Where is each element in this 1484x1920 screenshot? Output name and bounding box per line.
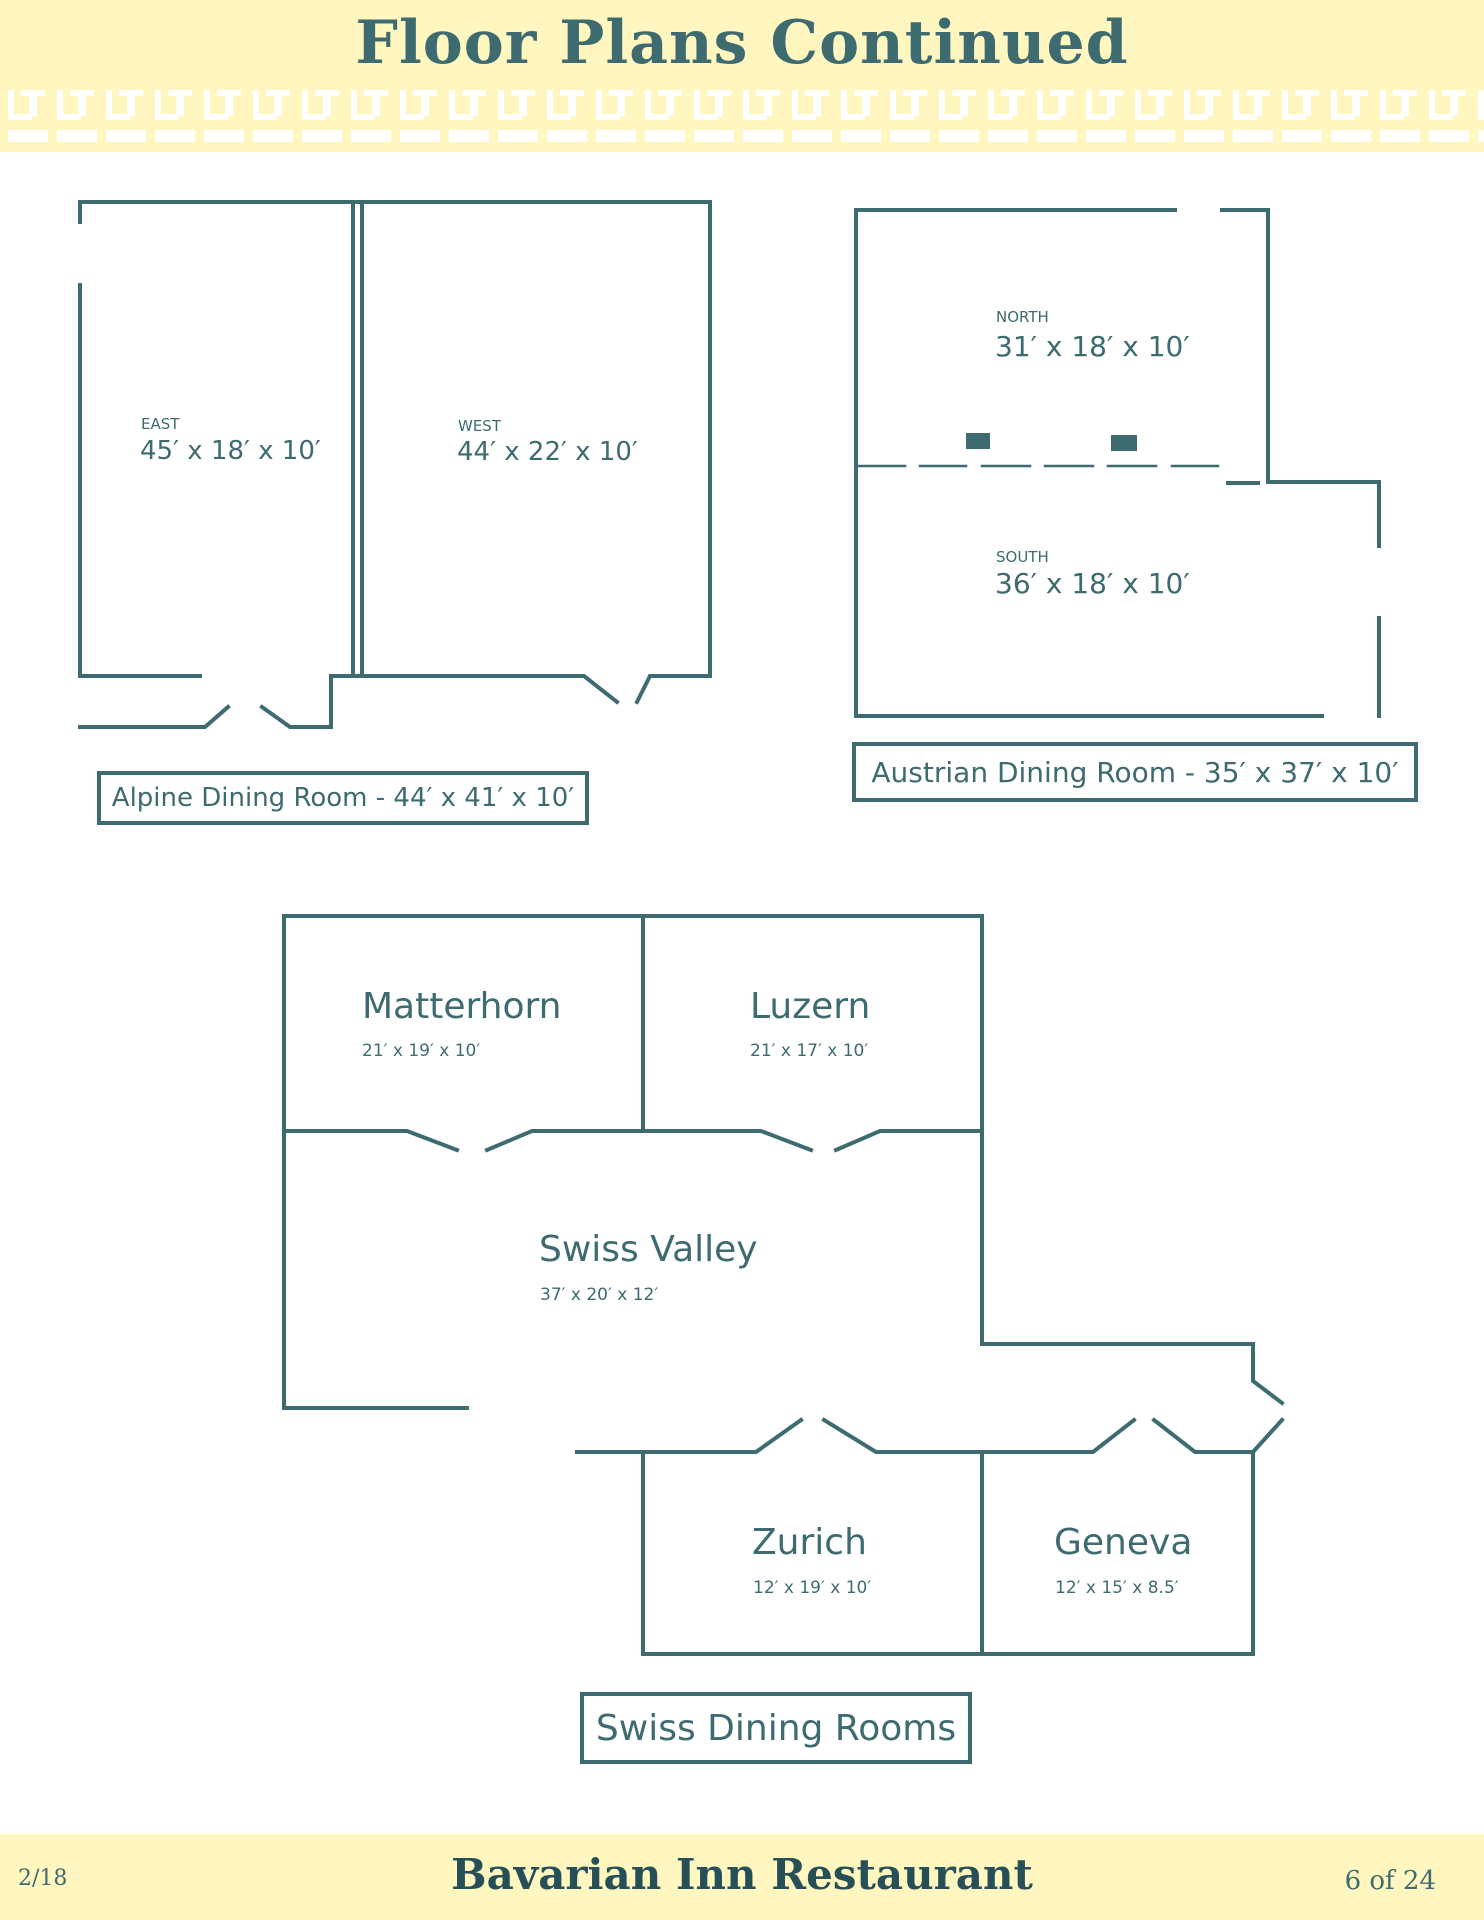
swiss-dining-rooms-plan [282, 914, 1285, 1656]
swiss-valley-dims: 37′ x 20′ x 12′ [540, 1285, 659, 1305]
luzern-dims: 21′ x 17′ x 10′ [750, 1041, 869, 1061]
swiss-caption-text: Swiss Dining Rooms [595, 1707, 957, 1749]
austrian-north-label: NORTH [996, 308, 1049, 326]
footer-brand: Bavarian Inn Restaurant [451, 1850, 1033, 1899]
austrian-dining-room-plan [854, 208, 1381, 718]
austrian-north-dims: 31′ x 18′ x 10′ [995, 330, 1190, 363]
alpine-east-label: EAST [141, 415, 180, 433]
austrian-caption-text: Austrian Dining Room - 35′ x 37′ x 10′ [871, 755, 1399, 789]
geneva-name: Geneva [1054, 1522, 1193, 1563]
matterhorn-dims: 21′ x 19′ x 10′ [362, 1041, 481, 1061]
footer-date: 2/18 [18, 1866, 68, 1891]
floor-plans-drawing [78, 200, 1381, 1656]
zurich-dims: 12′ x 19′ x 10′ [753, 1578, 872, 1598]
zurich-name: Zurich [752, 1522, 867, 1563]
austrian-south-dims: 36′ x 18′ x 10′ [995, 567, 1190, 600]
page-title: Floor Plans Continued [355, 8, 1129, 78]
page-number: 6 of 24 [1344, 1866, 1436, 1896]
alpine-caption-text: Alpine Dining Room - 44′ x 41′ x 10′ [111, 783, 575, 813]
alpine-dining-room-plan [78, 200, 712, 729]
geneva-dims: 12′ x 15′ x 8.5′ [1055, 1578, 1179, 1598]
footer-band [0, 1834, 1484, 1920]
austrian-caption: Austrian Dining Room - 35′ x 37′ x 10′ [852, 742, 1418, 802]
swiss-valley-name: Swiss Valley [539, 1229, 758, 1270]
swiss-caption: Swiss Dining Rooms [580, 1692, 972, 1764]
alpine-west-dims: 44′ x 22′ x 10′ [457, 437, 638, 467]
alpine-west-label: WEST [458, 417, 501, 435]
greek-key-border [0, 84, 1484, 152]
luzern-name: Luzern [750, 986, 871, 1027]
alpine-caption: Alpine Dining Room - 44′ x 41′ x 10′ [97, 771, 589, 825]
austrian-south-label: SOUTH [996, 548, 1049, 566]
alpine-east-dims: 45′ x 18′ x 10′ [140, 436, 321, 466]
matterhorn-name: Matterhorn [362, 986, 562, 1027]
